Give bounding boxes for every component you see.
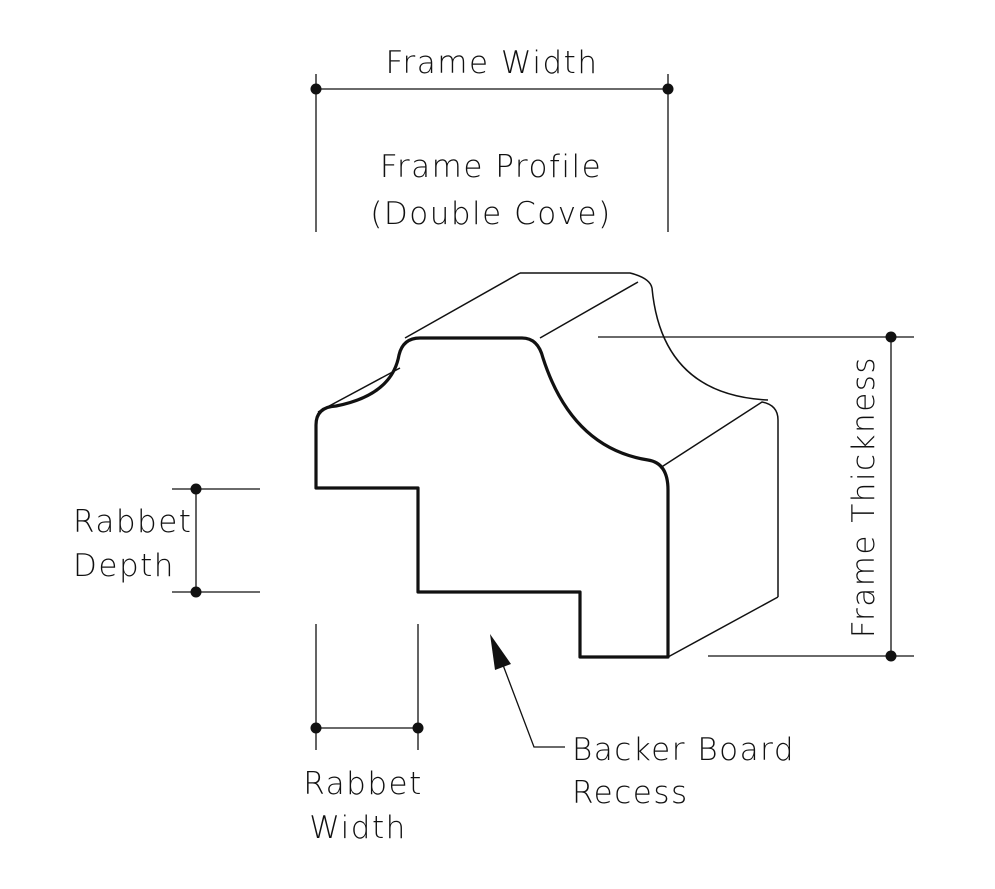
frame-profile-label: Frame Profile [380,149,602,185]
rabbet-width-sublabel: Width [309,810,407,846]
backer-board-leader-line [502,664,565,748]
frame-thickness-dimension: Frame Thickness [598,331,914,662]
frame-width-dot-right [662,83,674,95]
rabbet-width-dimension: Rabbet Width [303,624,424,846]
top-edge-left [404,272,521,339]
rabbet-width-dot-left [310,722,322,734]
frame-profile-title: Frame Profile (Double Cove) [370,149,611,232]
frame-thickness-dot-bottom [885,650,897,662]
backer-board-sublabel: Recess [572,775,689,811]
rabbet-width-dot-right [412,722,424,734]
bottom-right-edge [667,596,779,658]
backer-board-arrowhead [490,634,511,670]
profile-section-face [314,336,670,659]
frame-width-dimension: Frame Width [310,45,674,232]
rabbet-depth-sublabel: Depth [73,548,175,584]
far-cove-curve [651,287,769,401]
profile-3d-body [317,272,779,658]
left-cove-edge [317,367,401,413]
rabbet-depth-dot-bottom [190,586,202,598]
right-ridge-edge [659,401,779,469]
frame-width-label: Frame Width [385,45,598,81]
rabbet-depth-dot-top [190,483,202,495]
frame-thickness-dot-top [885,331,897,343]
rabbet-width-label: Rabbet [303,766,422,802]
backer-board-label: Backer Board [572,732,795,768]
rabbet-depth-dimension: Rabbet Depth [73,483,260,598]
top-edge-right [539,281,639,339]
frame-thickness-label: Frame Thickness [846,356,882,638]
backer-board-leader: Backer Board Recess [490,634,795,811]
frame-width-dot-left [310,83,322,95]
top-back-edge [520,272,653,289]
frame-profile-sublabel: (Double Cove) [370,196,611,232]
rabbet-depth-label: Rabbet [73,504,192,540]
